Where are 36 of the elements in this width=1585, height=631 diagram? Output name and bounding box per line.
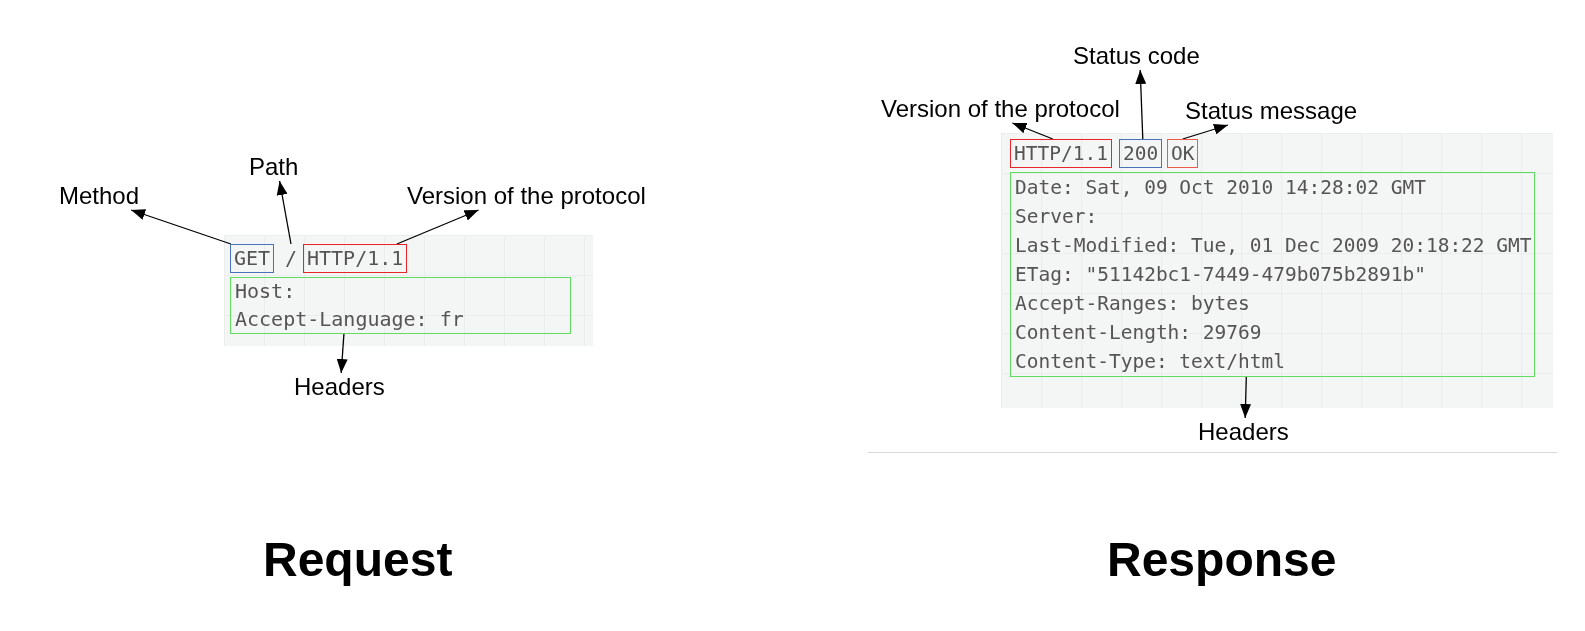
outlined-code-token: HTTP/1.1 bbox=[1010, 139, 1112, 168]
arrow bbox=[130, 209, 232, 245]
outlined-code-token: GET bbox=[230, 244, 275, 273]
annotation-label: Status message bbox=[1185, 97, 1358, 125]
code-line: Date: Sat, 09 Oct 2010 14:28:02 GMT bbox=[1015, 175, 1426, 201]
code-line: Host: bbox=[235, 278, 296, 305]
code-line: Content-Length: 29769 bbox=[1015, 320, 1262, 346]
code-line: Accept-Ranges: bytes bbox=[1015, 291, 1250, 317]
annotation-label: Status code bbox=[1073, 42, 1200, 70]
arrow bbox=[336, 333, 348, 374]
annotation-label: Version of the protocol bbox=[881, 95, 1120, 123]
code-line: Accept-Language: fr bbox=[235, 305, 464, 333]
arrow bbox=[1240, 376, 1252, 419]
code-line: Content-Type: text/html bbox=[1015, 349, 1286, 375]
arrow bbox=[1135, 69, 1147, 140]
outlined-code-token: HTTP/1.1 bbox=[303, 244, 408, 273]
section-heading: Response bbox=[1107, 532, 1337, 587]
arrow bbox=[396, 209, 480, 245]
arrow bbox=[1182, 123, 1229, 140]
annotation-label: Version of the protocol bbox=[407, 182, 646, 210]
code-text: / bbox=[285, 244, 298, 273]
section-heading: Request bbox=[263, 532, 453, 587]
annotation-label: Headers bbox=[1198, 418, 1289, 446]
annotation-label: Method bbox=[59, 182, 140, 210]
code-line: ETag: "51142bc1-7449-479b075b2891b" bbox=[1015, 262, 1426, 288]
code-panel bbox=[224, 235, 593, 346]
header-block bbox=[230, 277, 571, 334]
code-line: Last-Modified: Tue, 01 Dec 2009 20:18:22 GMT bbox=[1015, 233, 1532, 259]
arrow bbox=[1011, 122, 1054, 140]
outlined-code-token: 200 bbox=[1119, 139, 1163, 168]
outlined-code-token: OK bbox=[1167, 139, 1199, 168]
header-block bbox=[1010, 172, 1535, 377]
annotation-label: Path bbox=[249, 153, 299, 181]
annotation-label: Headers bbox=[294, 373, 385, 401]
code-line: Server: bbox=[1015, 204, 1098, 230]
code-panel bbox=[1001, 133, 1553, 408]
